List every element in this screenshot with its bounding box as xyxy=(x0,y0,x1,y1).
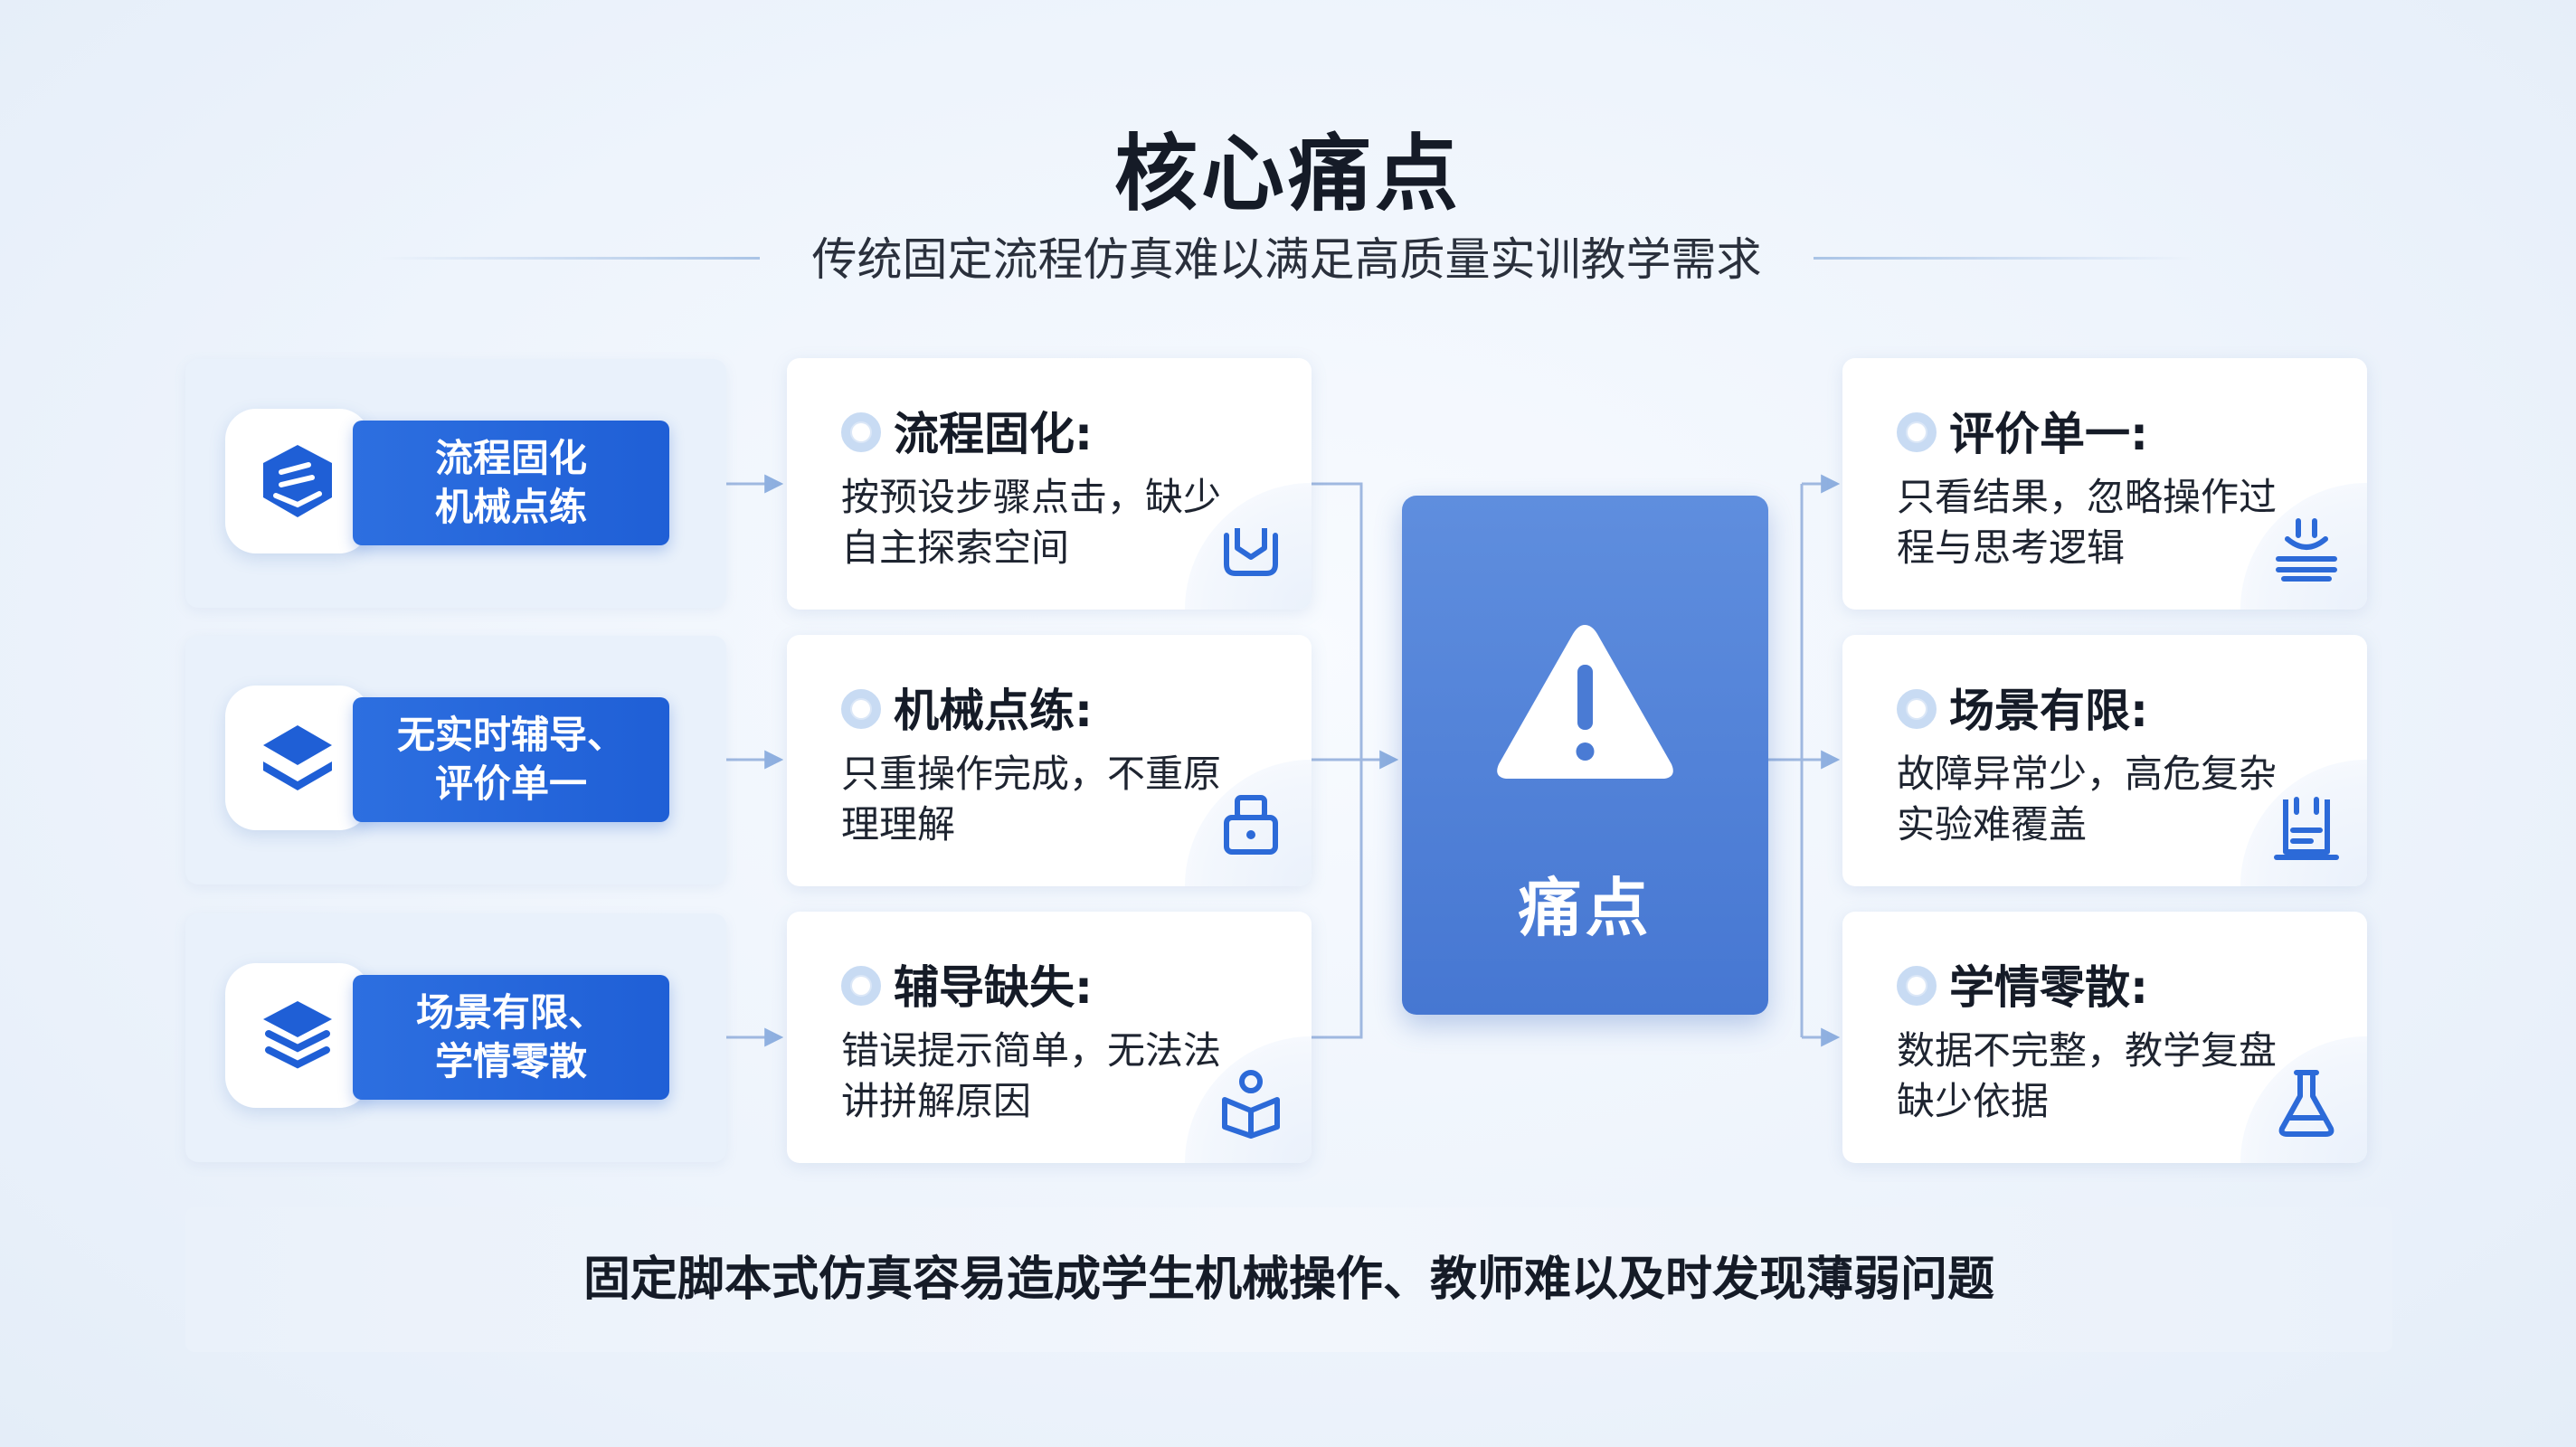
summary-text: 固定脚本式仿真容易造成学生机械操作、教师难以及时发现薄弱问题 xyxy=(582,1253,1994,1307)
bullet-dot xyxy=(1897,966,1937,1006)
subtitle-divider-left xyxy=(380,257,760,260)
stacked-layers-icon xyxy=(263,1001,332,1069)
warning-icon xyxy=(1497,625,1673,779)
right-card-2: 场景有限: 故障异常少，高危复杂实验难覆盖 xyxy=(1842,635,2367,886)
card-heading: 学情零散: xyxy=(1949,961,2148,1014)
category-card-1: 流程固化 机械点练 xyxy=(185,359,726,608)
left-card-3: 辅导缺失: 错误提示简单，无法法讲拼解原因 xyxy=(787,912,1312,1163)
card-body: 按预设步骤点击，缺少自主探索空间 xyxy=(841,475,1222,570)
lock-box-icon xyxy=(1224,795,1278,855)
water-flow-icon xyxy=(2276,518,2337,582)
page-subtitle: 传统固定流程仿真难以满足高质量实训教学需求 xyxy=(811,233,1762,286)
category-icon-box xyxy=(225,409,370,553)
bullet-dot xyxy=(1897,689,1937,729)
bullet-dot xyxy=(841,689,881,729)
card-heading: 流程固化: xyxy=(894,408,1093,460)
lab-device-icon xyxy=(2274,797,2339,860)
right-card-1: 评价单一: 只看结果，忽略操作过程与思考逻辑 xyxy=(1842,358,2367,610)
book-stack-icon xyxy=(263,445,332,517)
card-heading: 评价单一: xyxy=(1949,408,2148,460)
card-heading: 辅导缺失: xyxy=(894,961,1093,1014)
right-card-3: 学情零散: 数据不完整，教学复盘缺少依据 xyxy=(1842,912,2367,1163)
left-card-1: 流程固化: 按预设步骤点击，缺少自主探索空间 xyxy=(787,358,1312,610)
bullet-dot xyxy=(841,412,881,452)
category-label-text: 流程固化 机械点练 xyxy=(434,436,587,529)
flask-icon xyxy=(2278,1070,2334,1137)
subtitle-divider-right xyxy=(1814,257,2193,260)
category-label-3: 场景有限、 学情零散 xyxy=(353,975,669,1100)
tray-icon xyxy=(1224,528,1278,576)
category-card-3: 场景有限、 学情零散 xyxy=(185,913,726,1162)
category-label-text: 场景有限、 学情零散 xyxy=(415,990,606,1083)
summary-banner: 固定脚本式仿真容易造成学生机械操作、教师难以及时发现薄弱问题 xyxy=(185,1207,2392,1352)
card-body: 数据不完整，教学复盘缺少依据 xyxy=(1897,1028,2278,1123)
category-label-1: 流程固化 机械点练 xyxy=(353,421,669,545)
category-icon-box xyxy=(225,686,370,830)
center-label: 痛点 xyxy=(1518,871,1653,945)
category-icon-box xyxy=(225,963,370,1108)
layers-icon xyxy=(263,725,332,790)
bullet-dot xyxy=(841,966,881,1006)
card-body: 故障异常少，高危复杂实验难覆盖 xyxy=(1897,752,2278,846)
page-title: 核心痛点 xyxy=(1113,126,1462,222)
card-heading: 场景有限: xyxy=(1949,685,2148,737)
category-card-2: 无实时辅导、 评价单一 xyxy=(185,636,726,884)
pain-point-center: 痛点 xyxy=(1402,496,1768,1015)
card-body: 错误提示简单，无法法讲拼解原因 xyxy=(841,1028,1222,1123)
card-body: 只看结果，忽略操作过程与思考逻辑 xyxy=(1897,475,2278,570)
category-label-text: 无实时辅导、 评价单一 xyxy=(396,713,625,806)
category-label-2: 无实时辅导、 评价单一 xyxy=(353,697,669,822)
bullet-dot xyxy=(1897,412,1937,452)
reader-book-icon xyxy=(1222,1070,1280,1139)
card-heading: 机械点练: xyxy=(894,685,1093,737)
left-card-2: 机械点练: 只重操作完成，不重原理理解 xyxy=(787,635,1312,886)
subtitle-row: 传统固定流程仿真难以满足高质量实训教学需求 xyxy=(0,228,2576,291)
card-body: 只重操作完成，不重原理理解 xyxy=(841,752,1222,846)
bus-left xyxy=(1312,482,1363,1039)
